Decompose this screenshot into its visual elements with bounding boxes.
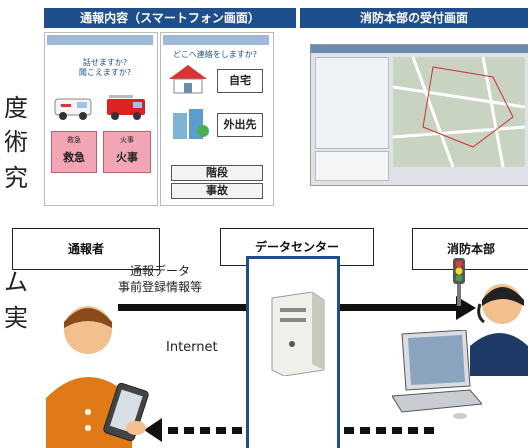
emergency-sub: 救急 [67, 136, 81, 144]
emergency-button[interactable]: 救急 救急 [51, 131, 97, 173]
return-arrow-left [144, 418, 242, 442]
fire-button[interactable]: 火事 火事 [103, 131, 151, 173]
fire-hq-box: 消防本部 [412, 228, 528, 270]
signal-light-icon [453, 258, 465, 306]
caller-box: 通報者 [12, 228, 160, 270]
edge-char-3: 究 [4, 164, 28, 192]
fire-sub: 火事 [120, 136, 134, 144]
edge-char-5: 実 [4, 304, 28, 332]
fire-truck-icon [107, 95, 145, 120]
arrow-label-1: 通報データ [129, 264, 190, 278]
home-button[interactable]: 自宅 [217, 69, 263, 93]
arrow-label-2: 事前登録情報等 [117, 280, 202, 294]
reception-bottom-panel [315, 151, 389, 181]
reception-screen [310, 44, 528, 186]
internet-label: Internet [166, 340, 218, 355]
caller-person-icon [46, 306, 149, 448]
house-icon [169, 65, 207, 94]
building-icon [173, 109, 209, 139]
ambulance-icon [54, 98, 92, 120]
outside-button[interactable]: 外出先 [217, 113, 263, 137]
edge-char-4: ム [4, 268, 28, 296]
arrow-line-left [118, 304, 246, 311]
edge-char-1: 度 [4, 94, 28, 122]
emergency-label: 救急 [63, 151, 85, 164]
phone1-q2: 聞こえますか? [78, 68, 132, 77]
reception-titlebar [311, 45, 528, 53]
operator-person-icon [470, 284, 528, 376]
phone1-statusbar [47, 35, 153, 45]
right-header: 消防本部の受付画面 [300, 8, 528, 28]
arrow-line-right [340, 304, 460, 311]
map-view-icon [393, 57, 525, 167]
stairs-option[interactable]: 階段 [171, 165, 263, 181]
fire-label: 火事 [116, 151, 138, 164]
reception-info-panel [315, 57, 389, 149]
laptop-icon [392, 330, 482, 419]
return-arrow-right [344, 427, 434, 434]
phone1-q1: 話せますか? [82, 58, 128, 67]
left-header: 通報内容（スマートフォン画面） [44, 8, 296, 28]
server-icon [271, 292, 325, 376]
accident-option[interactable]: 事故 [171, 183, 263, 199]
phone-screen-2: どこへ連絡をしますか? 自宅 外出先 階段 事故 [160, 32, 274, 206]
phone1-top-text: どこへ連絡をしますか? [172, 50, 257, 59]
phone-screen-1: 話せますか? 聞こえますか? 救急 救急 火事 火事 [44, 32, 158, 206]
edge-char-2: 術 [4, 128, 28, 156]
phone2-statusbar [163, 35, 269, 45]
